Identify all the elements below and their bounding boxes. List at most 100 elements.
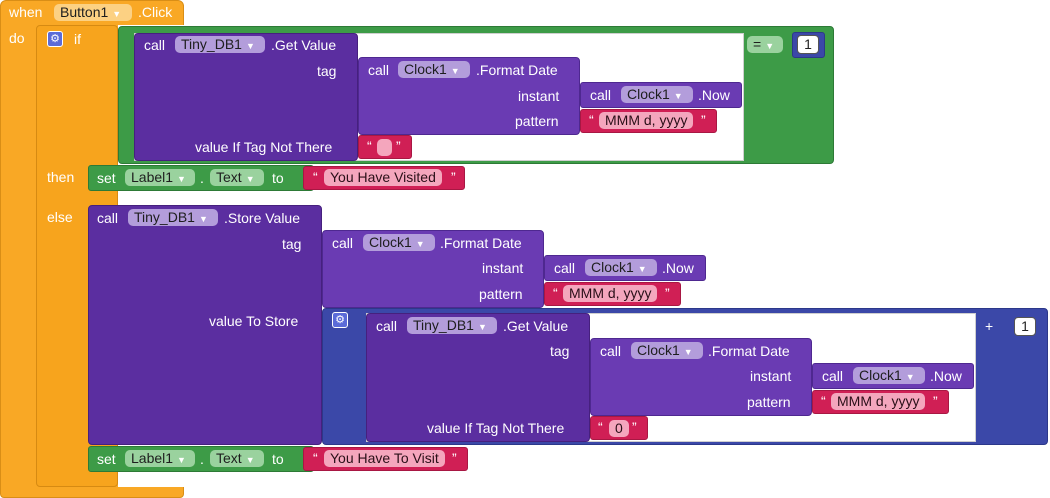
tinydb-component-label: Tiny_DB1 [134,209,195,225]
click-event-label: .Click [138,4,173,20]
chevron-down-icon: ▼ [673,91,683,101]
tinydb-component-dropdown[interactable]: Tiny_DB1▼ [407,317,497,334]
pattern-text-value[interactable]: MMM d, yyyy [599,112,694,129]
chevron-down-icon: ▼ [450,66,460,76]
label-component-dropdown[interactable]: Label1▼ [125,169,195,186]
call-label: call [144,37,166,53]
property-label: Text [216,169,242,185]
chevron-down-icon: ▼ [905,372,915,382]
if-label: if [74,31,81,47]
chevron-down-icon: ▼ [245,174,255,184]
tinydb-component-dropdown[interactable]: Tiny_DB1▼ [128,209,218,226]
tag-param-label: tag [550,343,570,359]
close-quote: ” [933,393,938,409]
open-quote: “ [313,169,318,185]
call-label: call [600,343,622,359]
then-label: then [47,169,75,185]
clock-component-label: Clock1 [637,342,680,358]
call-label: call [376,318,398,334]
tinydb-component-dropdown[interactable]: Tiny_DB1▼ [175,36,265,53]
button1-dropdown-label: Button1 [60,4,109,20]
tinydb-get-value-block-1[interactable] [134,33,358,161]
label-component-label: Label1 [131,450,174,466]
open-quote: “ [821,393,826,409]
clock-component-dropdown[interactable]: Clock1▼ [363,234,435,251]
call-label: call [554,260,576,276]
when-label: when [9,4,43,20]
clock-component-dropdown[interactable]: Clock1▼ [621,86,693,103]
instant-param-label: instant [750,368,792,384]
pattern-param-label: pattern [479,286,523,302]
call-label: call [368,62,390,78]
compare-operator-label: = [753,36,762,52]
clock-component-label: Clock1 [369,234,412,250]
default-param-label: value If Tag Not There [427,420,565,436]
property-dropdown[interactable]: Text▼ [210,169,264,186]
instant-param-label: instant [482,260,524,276]
open-quote: “ [553,285,558,301]
dot-label: . [200,170,204,186]
chevron-down-icon: ▼ [683,347,693,357]
tinydb-store-value-block[interactable] [88,205,322,445]
tag-param-label: tag [317,63,337,79]
close-quote: ” [701,112,706,128]
compare-operator-dropdown[interactable]: =▼ [747,36,783,53]
label-component-label: Label1 [131,169,174,185]
compare-number-value[interactable]: 1 [797,35,819,54]
now-method-label: .Now [698,87,730,103]
clock-component-dropdown[interactable]: Clock1▼ [853,367,925,384]
button1-dropdown[interactable]: Button1▼ [54,4,132,21]
close-quote: ” [451,169,456,185]
clock-component-dropdown[interactable]: Clock1▼ [631,342,703,359]
format-date-method-label: .Format Date [708,343,790,359]
open-quote: “ [367,138,372,154]
label-component-dropdown[interactable]: Label1▼ [125,450,195,467]
chevron-down-icon: ▼ [477,322,487,332]
clock-component-label: Clock1 [859,367,902,383]
chevron-down-icon: ▼ [245,455,255,465]
gear-icon[interactable]: ⚙ [332,312,348,328]
value-to-store-param-label: value To Store [209,313,299,329]
gear-icon[interactable]: ⚙ [47,31,63,47]
open-quote: “ [313,450,318,466]
empty-text-value[interactable] [377,139,392,156]
visited-text-value[interactable]: You Have Visited [324,169,442,186]
zero-text-value[interactable]: 0 [609,420,629,437]
pattern-text-value[interactable]: MMM d, yyyy [831,393,926,410]
property-dropdown[interactable]: Text▼ [210,450,264,467]
call-label: call [590,87,612,103]
instant-param-label: instant [518,88,560,104]
else-label: else [47,209,73,225]
tinydb-component-label: Tiny_DB1 [181,36,242,52]
chevron-down-icon: ▼ [112,9,122,19]
clock-component-label: Clock1 [627,86,670,102]
store-value-method-label: .Store Value [224,210,301,226]
format-date-method-label: .Format Date [440,235,522,251]
tag-param-label: tag [282,236,302,252]
close-quote: ” [396,138,401,154]
chevron-down-icon: ▼ [415,239,425,249]
clock-component-dropdown[interactable]: Clock1▼ [585,259,657,276]
get-value-method-label: .Get Value [271,37,337,53]
tinydb-component-label: Tiny_DB1 [413,317,474,333]
chevron-down-icon: ▼ [177,174,186,184]
call-label: call [822,368,844,384]
clock-component-dropdown[interactable]: Clock1▼ [398,61,470,78]
now-method-label: .Now [930,368,962,384]
pattern-text-value[interactable]: MMM d, yyyy [563,285,658,302]
chevron-down-icon: ▼ [637,264,647,274]
set-label: set [97,170,116,186]
set-label: set [97,451,116,467]
tinydb-get-value-block-2[interactable] [366,313,590,442]
do-label: do [9,30,25,46]
call-label: call [332,235,354,251]
to-visit-text-value[interactable]: You Have To Visit [324,450,445,467]
close-quote: ” [665,285,670,301]
close-quote: ” [632,419,637,435]
chevron-down-icon: ▼ [198,214,208,224]
get-value-method-label: .Get Value [503,318,569,334]
close-quote: ” [452,450,457,466]
add-number-value[interactable]: 1 [1014,317,1036,336]
open-quote: “ [589,112,594,128]
pattern-param-label: pattern [515,113,559,129]
